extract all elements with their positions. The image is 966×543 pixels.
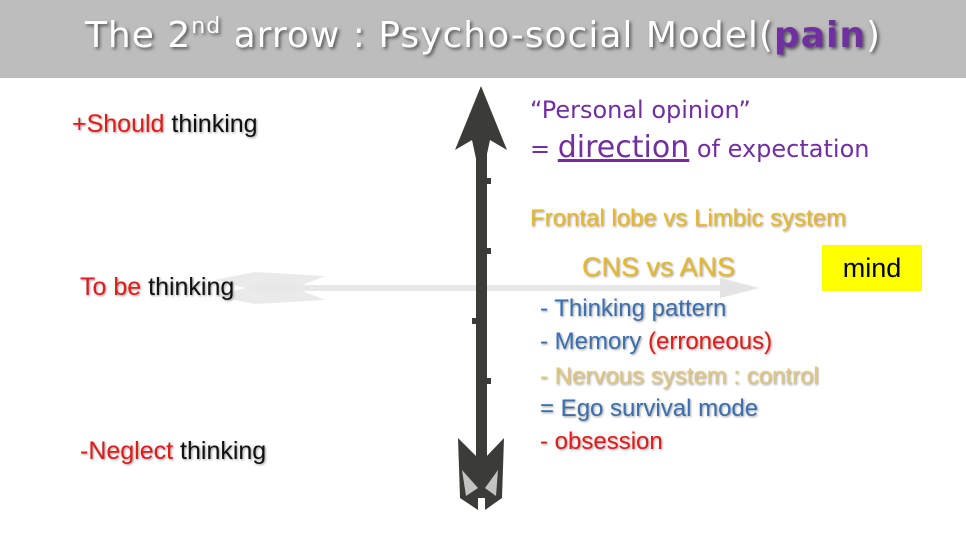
memory-item: - Memory (erroneous) bbox=[540, 328, 772, 356]
obsession-item: - obsession bbox=[540, 428, 663, 456]
direction-word: direction bbox=[558, 130, 689, 165]
personal-opinion-text: “Personal opinion” bbox=[530, 96, 751, 124]
slide-title: The 2nd arrow : Psycho-social Model(pain… bbox=[0, 14, 966, 56]
direction-line: = direction of expectation bbox=[530, 130, 869, 165]
nervous-system-item: - Nervous system : control bbox=[540, 363, 819, 391]
should-thinking-label: +Should thinking bbox=[72, 110, 258, 139]
pain-highlight: pain bbox=[774, 15, 866, 56]
ego-survival-item: = Ego survival mode bbox=[540, 395, 758, 423]
cns-ans-text: CNS vs ANS bbox=[582, 252, 735, 283]
vertical-arrow-icon bbox=[455, 86, 507, 510]
mind-badge: mind bbox=[822, 245, 922, 291]
frontal-limbic-text: Frontal lobe vs Limbic system bbox=[530, 205, 846, 233]
tobe-thinking-label: To be thinking bbox=[80, 273, 234, 302]
thinking-pattern-item: - Thinking pattern bbox=[540, 295, 726, 323]
neglect-thinking-label: -Neglect thinking bbox=[80, 437, 266, 466]
